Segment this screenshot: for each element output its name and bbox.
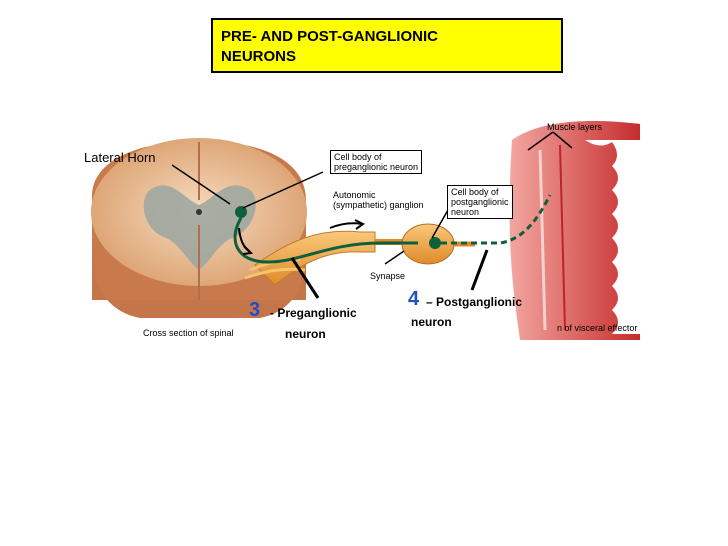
visceral-effector-label: n of visceral effector xyxy=(557,323,638,333)
cross-section-label: Cross section of spinal xyxy=(143,328,234,338)
lateral-horn-label: Lateral Horn xyxy=(84,150,156,165)
spinal-cord-cross-section xyxy=(91,138,307,318)
autonomic-line2: (sympathetic) ganglion xyxy=(333,200,424,210)
leader-lines xyxy=(171,131,573,265)
title-line-2: NEURONS xyxy=(221,48,297,65)
direction-arrows xyxy=(238,219,365,255)
cell-body-post-line3: neuron xyxy=(451,207,480,217)
postganglionic-neuron-path xyxy=(429,194,552,249)
cell-body-post-label: Cell body of postganglionic neuron xyxy=(447,185,513,219)
postganglionic-text-2: neuron xyxy=(411,315,452,329)
postganglionic-text-1: – Postganglionic xyxy=(426,295,523,309)
muscle-layers-label: Muscle layers xyxy=(547,122,603,132)
number-3: 3 xyxy=(249,299,261,321)
cell-body-pre-line2: preganglionic neuron xyxy=(334,162,419,172)
autonomic-ganglion-label: Autonomic (sympathetic) ganglion xyxy=(333,190,424,210)
visceral-effector xyxy=(509,121,640,340)
cell-body-post-line2: postganglionic xyxy=(451,197,509,207)
preganglionic-text-2: neuron xyxy=(285,327,326,341)
title-line-1: PRE- AND POST-GANGLIONIC xyxy=(221,28,438,45)
preganglionic-text-1: - Preganglionic xyxy=(270,306,357,320)
pointer-lines xyxy=(290,249,489,299)
cell-body-post-line1: Cell body of xyxy=(451,187,499,197)
preganglionic-neuron-path xyxy=(233,206,418,264)
number-4: 4 xyxy=(408,288,420,310)
synapse-label: Synapse xyxy=(370,271,406,281)
autonomic-line1: Autonomic xyxy=(333,190,376,200)
cell-body-pre-line1: Cell body of xyxy=(334,152,382,162)
title-box: PRE- AND POST-GANGLIONIC NEURONS xyxy=(211,18,563,73)
cell-body-pre-label: Cell body of preganglionic neuron xyxy=(330,150,423,174)
